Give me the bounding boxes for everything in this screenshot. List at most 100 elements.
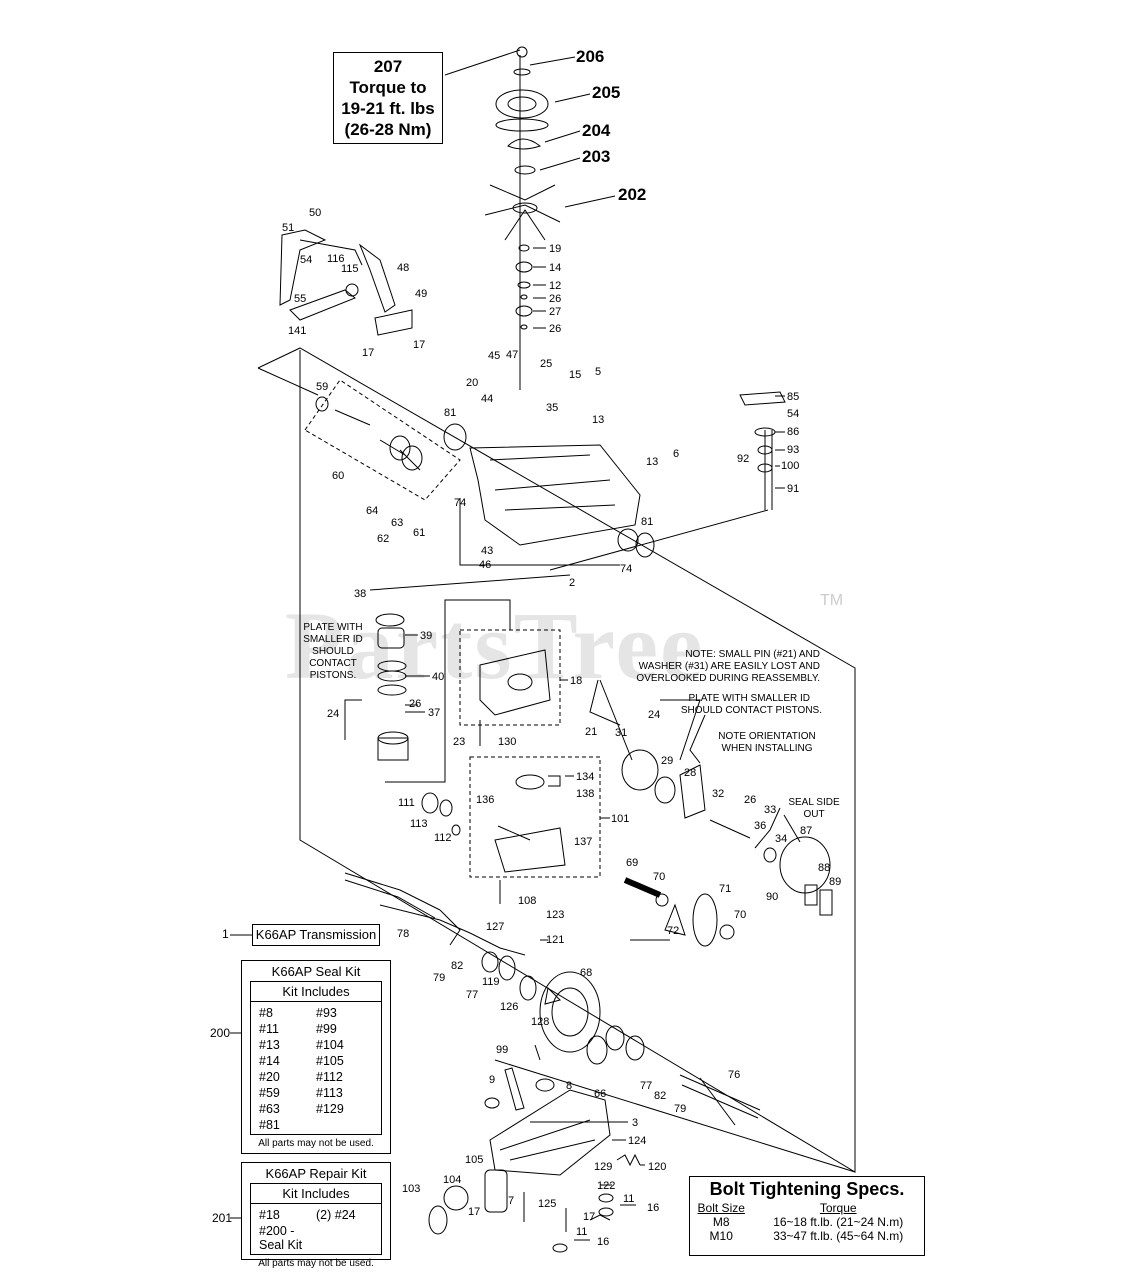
kit-item: #18 bbox=[259, 1208, 280, 1222]
callout-119: 119 bbox=[482, 976, 500, 988]
callout-47: 47 bbox=[506, 349, 518, 361]
callout-61: 61 bbox=[413, 527, 425, 539]
callout-87: 87 bbox=[800, 825, 812, 837]
kit-item bbox=[316, 1118, 373, 1132]
repair-kit-items: #18 (2) #24 #200 - Seal Kit bbox=[250, 1204, 382, 1255]
callout-24: 24 bbox=[648, 709, 660, 721]
callout-8: 8 bbox=[566, 1080, 572, 1092]
callout-121: 121 bbox=[546, 934, 564, 946]
svg-text:PLATE WITH: PLATE WITH bbox=[303, 622, 362, 633]
callout-29: 29 bbox=[661, 755, 673, 767]
callout-16: 16 bbox=[647, 1202, 659, 1214]
upper-housing bbox=[469, 444, 641, 546]
note-plate-right: PLATE WITH SMALLER ID SHOULD CONTACT PIS… bbox=[681, 693, 822, 716]
callout-20: 20 bbox=[466, 377, 478, 389]
callout-50: 50 bbox=[309, 207, 321, 219]
callout-103: 103 bbox=[402, 1183, 420, 1195]
callout-81: 81 bbox=[641, 516, 653, 528]
callout-27: 27 bbox=[549, 306, 561, 318]
svg-text:PLATE WITH SMALLER ID: PLATE WITH SMALLER ID bbox=[688, 693, 810, 704]
callout-125: 125 bbox=[538, 1198, 556, 1210]
seal-kit-box: K66AP Seal Kit Kit Includes #8 #93 #11 #… bbox=[241, 960, 391, 1154]
kit-item: #104 bbox=[316, 1038, 344, 1052]
callout-74: 74 bbox=[454, 497, 466, 509]
callout-206: 206 bbox=[576, 47, 604, 66]
transmission-ref: 1 bbox=[222, 927, 229, 941]
kit-item: #112 bbox=[316, 1070, 343, 1084]
svg-text:PISTONS.: PISTONS. bbox=[310, 670, 357, 681]
callout-105: 105 bbox=[465, 1154, 483, 1166]
callout-13: 13 bbox=[646, 456, 658, 468]
callout-63: 63 bbox=[391, 517, 403, 529]
callout-70: 70 bbox=[653, 871, 665, 883]
callout-60: 60 bbox=[332, 470, 344, 482]
trademark-mark: TM bbox=[820, 592, 844, 609]
callout-11: 11 bbox=[623, 1193, 634, 1205]
callout-54: 54 bbox=[787, 408, 799, 420]
callout-13: 13 bbox=[592, 414, 604, 426]
callout-89: 89 bbox=[829, 876, 841, 888]
kit-item bbox=[316, 1224, 373, 1252]
callout-82: 82 bbox=[654, 1090, 666, 1102]
callout-88: 88 bbox=[818, 862, 830, 874]
lower-housing bbox=[489, 1089, 611, 1176]
callout-9: 9 bbox=[489, 1074, 495, 1086]
callout-91: 91 bbox=[787, 483, 799, 495]
callout-127: 127 bbox=[486, 921, 504, 933]
callout-81: 81 bbox=[444, 407, 456, 419]
svg-text:OVERLOOKED DURING REASSEMBLY.: OVERLOOKED DURING REASSEMBLY. bbox=[636, 673, 820, 684]
col-torque: Torque bbox=[819, 1201, 857, 1215]
callout-26: 26 bbox=[549, 293, 561, 305]
torque-note-box: 207 Torque to 19-21 ft. lbs (26-28 Nm) bbox=[333, 52, 443, 144]
callout-48: 48 bbox=[397, 262, 409, 274]
callout-32: 32 bbox=[712, 788, 724, 800]
callout-136: 136 bbox=[476, 794, 494, 806]
callout-112: 112 bbox=[434, 832, 452, 844]
note-plate-left: PLATE WITH SMALLER ID SHOULD CONTACT PIS… bbox=[303, 622, 362, 681]
callout-137: 137 bbox=[574, 836, 592, 848]
transmission-box: K66AP Transmission bbox=[252, 924, 380, 946]
callout-12: 12 bbox=[549, 280, 561, 292]
callout-24: 24 bbox=[327, 708, 339, 720]
callout-28: 28 bbox=[684, 767, 696, 779]
note-small-pin: NOTE: SMALL PIN (#21) AND WASHER (#31) A… bbox=[636, 649, 820, 684]
callout-55: 55 bbox=[294, 293, 306, 305]
kit-item: #59 bbox=[259, 1086, 280, 1100]
kit-item: #13 bbox=[259, 1038, 280, 1052]
callout-71: 71 bbox=[719, 883, 731, 895]
callout-126: 126 bbox=[500, 1001, 518, 1013]
callout-203: 203 bbox=[582, 147, 610, 166]
torque-line-2: 19-21 ft. lbs bbox=[341, 99, 435, 118]
callout-18: 18 bbox=[570, 675, 582, 687]
kit-item: (2) #24 bbox=[316, 1208, 356, 1222]
callout-23: 23 bbox=[453, 736, 465, 748]
callout-128: 128 bbox=[531, 1016, 549, 1028]
callout-99: 99 bbox=[496, 1044, 508, 1056]
bolt-size: M8 bbox=[712, 1215, 730, 1229]
torque-line-1: Torque to bbox=[349, 78, 427, 97]
callout-93: 93 bbox=[787, 444, 799, 456]
callout-14: 14 bbox=[549, 262, 561, 274]
callout-38: 38 bbox=[354, 588, 366, 600]
svg-text:WASHER (#31) ARE EASILY LOST A: WASHER (#31) ARE EASILY LOST AND bbox=[639, 661, 820, 672]
callout-17: 17 bbox=[362, 347, 374, 359]
repair-kit-footnote: All parts may not be used. bbox=[258, 1258, 374, 1269]
callout-82: 82 bbox=[451, 960, 463, 972]
kit-item: #81 bbox=[259, 1118, 280, 1132]
callout-31: 31 bbox=[615, 727, 627, 739]
callout-51: 51 bbox=[282, 222, 294, 234]
callout-79: 79 bbox=[433, 972, 445, 984]
callout-5: 5 bbox=[595, 366, 601, 378]
callout-138: 138 bbox=[576, 788, 594, 800]
callout-101: 101 bbox=[611, 813, 629, 825]
callout-70: 70 bbox=[734, 909, 746, 921]
bolt-torque: 16~18 ft.lb. (21~24 N.m) bbox=[773, 1215, 904, 1229]
callout-19: 19 bbox=[549, 243, 561, 255]
callout-68: 68 bbox=[580, 967, 592, 979]
callout-205: 205 bbox=[592, 83, 620, 102]
callout-33: 33 bbox=[764, 804, 776, 816]
callout-17: 17 bbox=[468, 1206, 480, 1218]
torque-line-3: (26-28 Nm) bbox=[344, 120, 432, 139]
callout-116: 116 bbox=[327, 253, 345, 265]
svg-text:NOTE: SMALL PIN (#21) AND: NOTE: SMALL PIN (#21) AND bbox=[685, 649, 820, 660]
